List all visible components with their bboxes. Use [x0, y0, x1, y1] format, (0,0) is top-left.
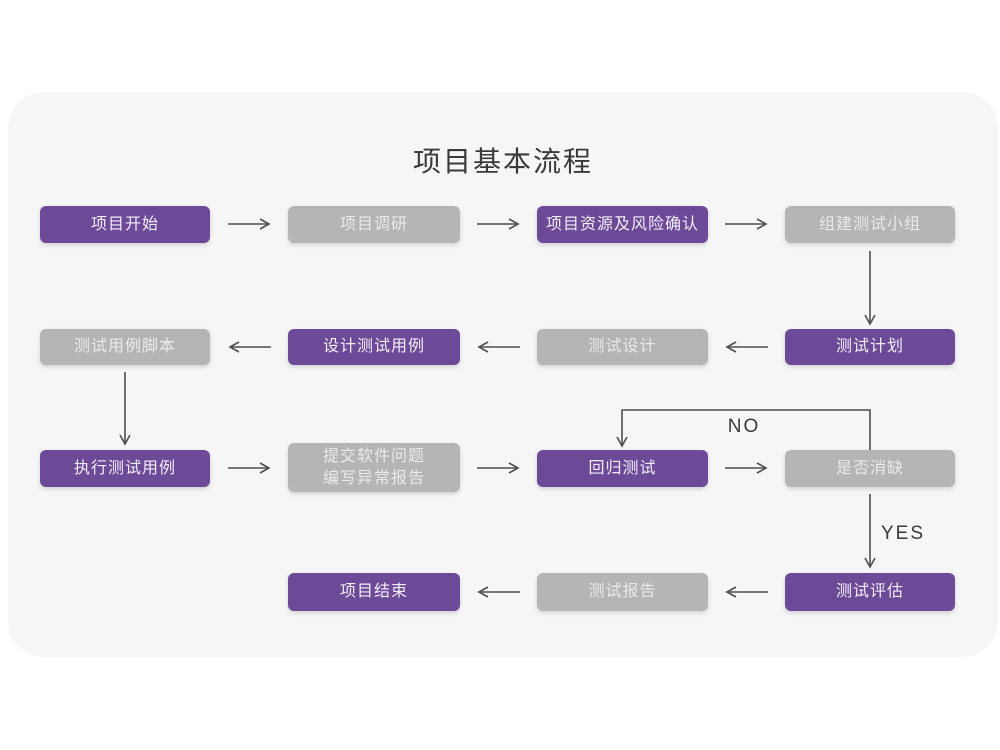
flow-node-label: 回归测试	[588, 459, 657, 477]
flow-node-start: 项目开始	[40, 206, 210, 243]
flow-node-cases: 设计测试用例	[288, 329, 460, 365]
flow-node-end: 项目结束	[288, 573, 460, 611]
flow-node-regression: 回归测试	[537, 450, 708, 487]
flow-node-label: 执行测试用例	[73, 459, 176, 477]
flow-node-label: 测试用例脚本	[73, 338, 176, 355]
flow-node-label: 测试设计	[588, 338, 657, 355]
flow-node-resources: 项目资源及风险确认	[537, 206, 708, 243]
flow-node-label: 编写异常报告	[322, 469, 425, 487]
flow-node-label: 组建测试小组	[818, 215, 921, 233]
diagram-title: 项目基本流程	[412, 146, 593, 177]
flow-node-label: 是否消缺	[835, 459, 904, 477]
flow-node-report: 测试报告	[537, 573, 708, 611]
flow-node-label: 测试报告	[588, 583, 657, 600]
flowchart-card	[8, 92, 998, 657]
flow-node-label: 项目调研	[339, 215, 408, 233]
flow-node-defect: 是否消缺	[785, 450, 955, 487]
flow-node-label: 项目结束	[339, 583, 408, 600]
flow-node-scripts: 测试用例脚本	[40, 329, 210, 365]
flow-node-label: 测试计划	[835, 338, 904, 355]
flow-node-research: 项目调研	[288, 206, 460, 243]
flow-node-team: 组建测试小组	[785, 206, 955, 243]
flow-node-label: 设计测试用例	[322, 338, 425, 355]
flow-node-submit: 提交软件问题编写异常报告	[288, 443, 460, 492]
flow-node-evaluate: 测试评估	[785, 573, 955, 611]
flow-node-design: 测试设计	[537, 329, 708, 365]
flow-node-label: 提交软件问题	[322, 447, 425, 465]
flow-node-label: 项目开始	[90, 215, 159, 233]
flow-node-label: 测试评估	[835, 583, 904, 600]
flow-node-label: 项目资源及风险确认	[545, 215, 699, 233]
flow-node-plan: 测试计划	[785, 329, 955, 365]
flow-node-execute: 执行测试用例	[40, 450, 210, 487]
